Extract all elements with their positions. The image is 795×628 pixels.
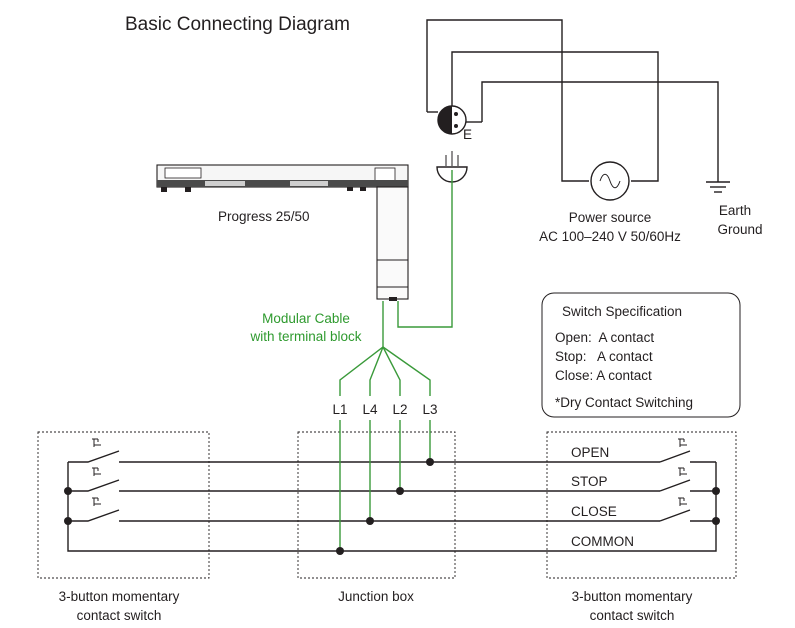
modular-cable [339,301,431,396]
terminal-label-l2: L2 [392,402,407,417]
bus-label-common: COMMON [571,534,634,549]
right-switch-contacts [659,438,720,525]
bus-label-stop: STOP [571,474,608,489]
diagram-title: Basic Connecting Diagram [125,14,350,35]
cable-sublabel: with terminal block [249,329,361,344]
right-switch-sublabel: contact switch [590,608,675,623]
curtain-motor-icon [156,164,409,301]
plug-icon [436,151,468,183]
bus-wires [67,461,717,552]
power-cable [397,170,453,328]
power-source-label: Power source [569,210,652,225]
left-switch-label: 3-button momentary [59,589,180,604]
left-switch-box [37,431,210,579]
bus-label-open: OPEN [571,445,609,460]
spec-row-open: Open: A contact [555,330,654,345]
terminal-label-l3: L3 [422,402,437,417]
bus-label-close: CLOSE [571,504,617,519]
junction-connections [336,420,434,555]
junction-box [297,431,456,579]
ground-label: Ground [717,222,762,237]
power-source-icon [590,161,630,201]
left-switch-sublabel: contact switch [77,608,162,623]
terminal-label-l4: L4 [362,402,378,417]
spec-row-stop: Stop: A contact [555,349,653,364]
earth-terminal-label: E [463,127,472,142]
right-switch-label: 3-button momentary [572,589,693,604]
terminal-label-l1: L1 [332,402,347,417]
motor-label: Progress 25/50 [218,209,310,224]
power-source-spec: AC 100–240 V 50/60Hz [539,229,681,244]
spec-row-close: Close: A contact [555,368,652,383]
right-switch-box [546,431,737,579]
spec-note: *Dry Contact Switching [555,395,693,410]
mains-wiring [426,19,719,182]
wall-outlet-icon [437,105,482,135]
junction-box-label: Junction box [338,589,414,604]
cable-label: Modular Cable [262,311,350,326]
left-switch-contacts [64,438,120,525]
spec-box [541,292,741,418]
earth-ground-icon [706,181,730,193]
earth-label: Earth [719,203,751,218]
spec-title: Switch Specification [562,304,682,319]
